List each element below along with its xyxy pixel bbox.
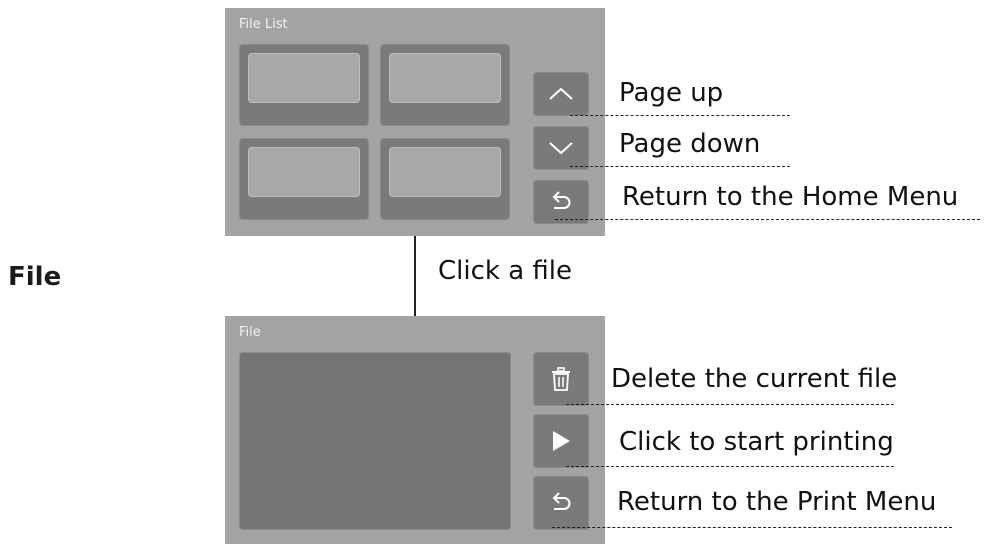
file-thumbnail — [248, 53, 360, 103]
file-tile[interactable] — [239, 138, 369, 220]
delete-file-button[interactable] — [533, 352, 589, 406]
dashed-leader — [566, 466, 894, 467]
file-tile[interactable] — [380, 138, 510, 220]
callout-page-up: Page up — [619, 78, 724, 108]
file-tile[interactable] — [380, 44, 510, 126]
dashed-leader — [570, 166, 790, 167]
callout-delete-file: Delete the current file — [611, 364, 898, 394]
file-thumbnail — [248, 147, 360, 197]
file-screen-title: File — [239, 325, 261, 340]
trash-icon — [552, 367, 570, 391]
chevron-up-icon — [549, 87, 573, 100]
file-screen: File — [225, 316, 605, 544]
file-tile[interactable] — [239, 44, 369, 126]
page-up-button[interactable] — [533, 72, 589, 116]
callout-return-print-menu: Return to the Print Menu — [617, 487, 937, 517]
callout-return-home: Return to the Home Menu — [622, 182, 959, 212]
file-thumbnail — [389, 53, 501, 103]
dashed-leader — [555, 219, 980, 220]
file-list-title: File List — [239, 17, 288, 32]
start-print-button[interactable] — [533, 414, 589, 468]
play-icon — [553, 431, 570, 451]
chevron-down-icon — [549, 142, 573, 155]
callout-page-down: Page down — [619, 129, 761, 159]
file-preview — [239, 352, 511, 530]
return-icon — [552, 492, 571, 510]
file-list-screen: File List — [225, 8, 605, 236]
callout-start-printing: Click to start printing — [619, 427, 894, 457]
dashed-leader — [570, 115, 790, 116]
return-home-button[interactable] — [533, 180, 589, 224]
page-down-button[interactable] — [533, 126, 589, 170]
section-label: File — [8, 262, 62, 292]
file-thumbnail — [389, 147, 501, 197]
return-print-menu-button[interactable] — [533, 476, 589, 530]
connector-label: Click a file — [438, 256, 573, 286]
dashed-leader — [552, 527, 952, 528]
dashed-leader — [566, 404, 894, 405]
connector-line — [414, 236, 416, 316]
return-icon — [552, 191, 571, 209]
